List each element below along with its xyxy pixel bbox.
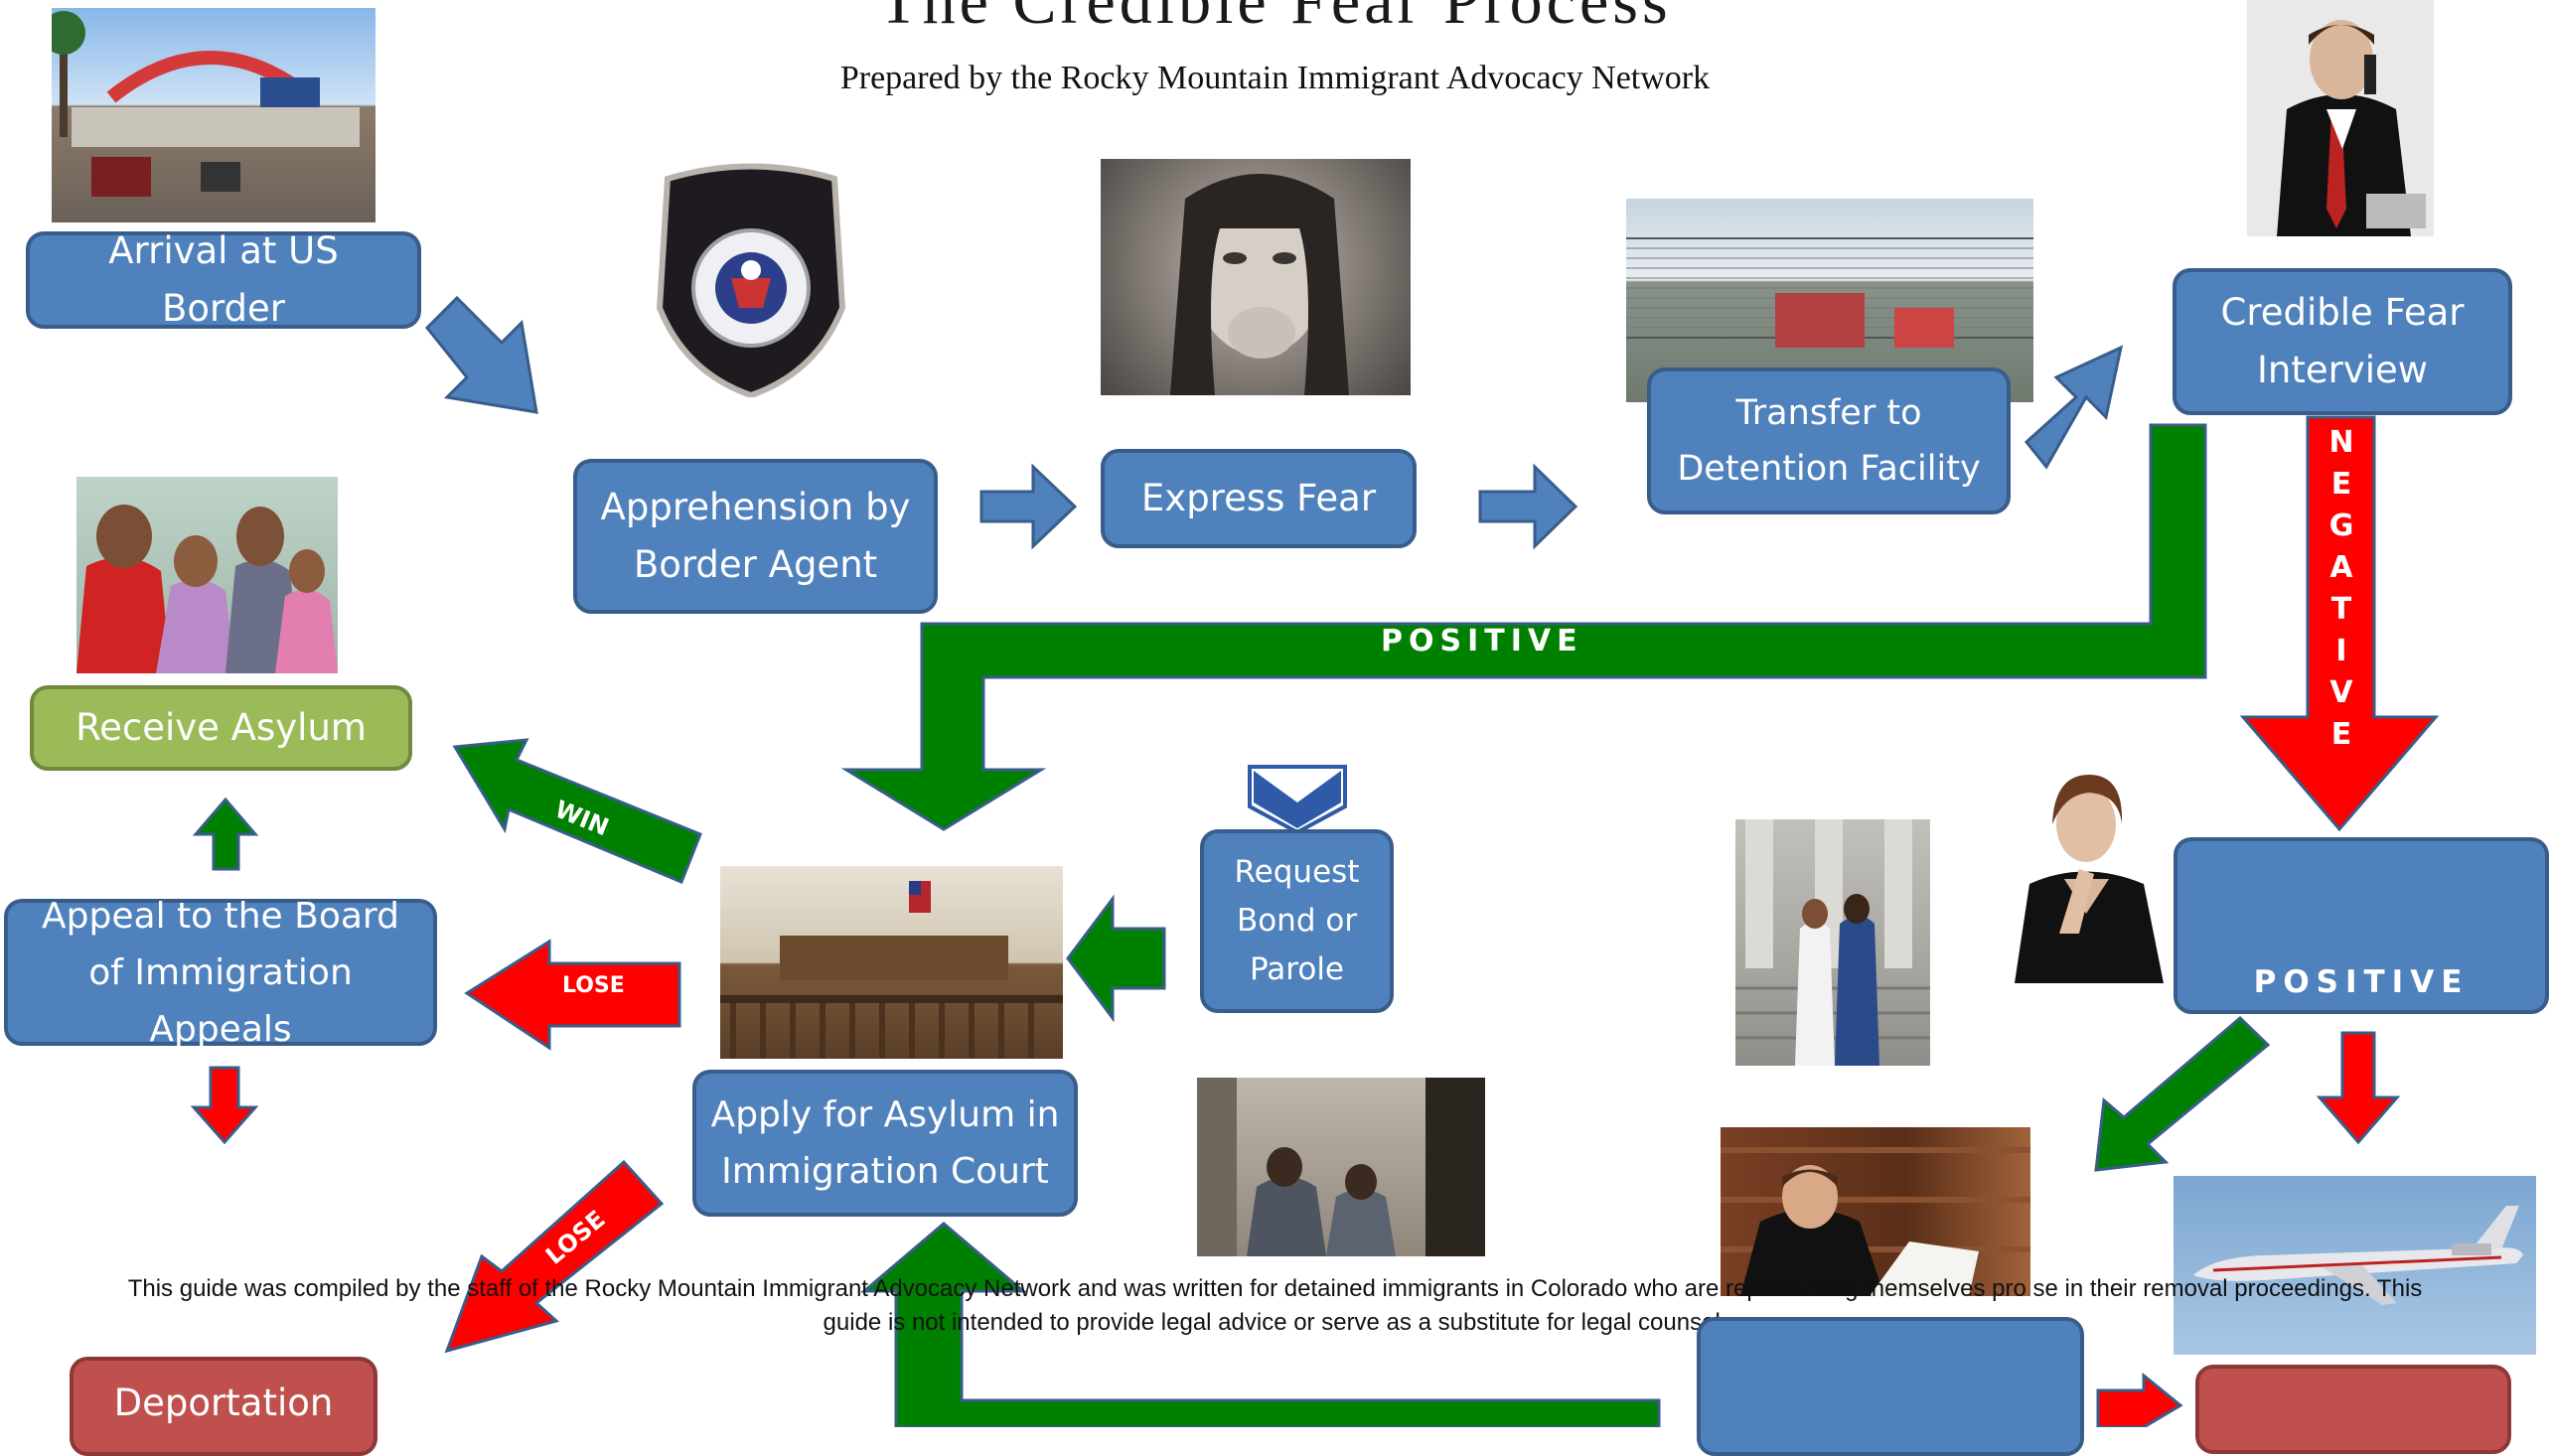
positive-outcome-label: POSITIVE xyxy=(2253,964,2470,1000)
arrow-arrival-to-apprehension xyxy=(424,295,538,414)
arrow-positive-top xyxy=(840,423,2207,831)
positive-outcome-box: POSITIVE xyxy=(2174,837,2549,1014)
arrow-appeal-to-asylum xyxy=(192,797,259,871)
label-negative-letter: E xyxy=(2330,717,2352,752)
label-negative-letter: V xyxy=(2329,675,2353,710)
step-receive-asylum-box: Receive Asylum xyxy=(30,685,412,771)
label-negative-letter: E xyxy=(2330,467,2352,502)
fearful-woman-photo xyxy=(1101,159,1411,395)
cbp-patch-logo xyxy=(648,159,854,397)
step-appeal-label: Appeal to the Board of Immigration Appea… xyxy=(42,895,399,1050)
airplane-photo xyxy=(2174,1176,2536,1355)
step-express-fear-label: Express Fear xyxy=(1140,477,1377,519)
arrow-express-to-transfer xyxy=(1478,463,1578,550)
bottom-red-box xyxy=(2195,1365,2511,1454)
arrow-negative xyxy=(2239,415,2440,832)
step-request-bond-label: Request Bond or Parole xyxy=(1234,854,1360,987)
step-arrival-box: Arrival at US Border xyxy=(26,229,421,330)
step-apprehension-box: Apprehension by Border Agent xyxy=(573,459,938,614)
courtroom-illustration xyxy=(720,881,1063,1059)
officer-on-phone-photo xyxy=(2247,0,2434,236)
detention-facility-illustration xyxy=(1626,237,2033,348)
officer-on-phone-illustration xyxy=(2277,20,2426,236)
thinking-woman-illustration xyxy=(2015,775,2164,983)
border-crossing-photo xyxy=(52,8,375,222)
label-positive-top: POSITIVE xyxy=(1381,624,1583,658)
family-illustration xyxy=(76,505,338,673)
arrow-win xyxy=(452,738,702,884)
thinking-woman-photo xyxy=(2005,765,2169,983)
label-negative: N E G A T I V E xyxy=(2322,425,2361,759)
step-interview-box: Credible Fear Interview xyxy=(2173,268,2512,415)
border-crossing-illustration xyxy=(52,11,360,197)
step-express-fear-box: Express Fear xyxy=(1101,449,1417,548)
label-negative-letter: A xyxy=(2329,550,2353,585)
arrow-bottom-right xyxy=(2096,1372,2183,1427)
label-negative-letter: I xyxy=(2335,634,2347,668)
step-arrival-label: Arrival at US Border xyxy=(108,229,339,330)
step-receive-asylum-label: Receive Asylum xyxy=(75,706,367,749)
footer-line-2: guide is not intended to provide legal a… xyxy=(823,1309,1727,1336)
label-lose-left: LOSE xyxy=(562,973,625,998)
arrow-bond-to-court xyxy=(1066,894,1166,1023)
courtroom-photo xyxy=(720,866,1063,1059)
detainees-illustration xyxy=(1197,1078,1485,1256)
airplane-illustration xyxy=(2193,1206,2523,1305)
step-appeal-box: Appeal to the Board of Immigration Appea… xyxy=(4,896,437,1050)
arrow-chevron-bond xyxy=(1248,765,1347,835)
arrow-lose-diag xyxy=(444,1159,665,1354)
label-negative-letter: G xyxy=(2328,509,2354,543)
cbp-patch-illustration xyxy=(656,163,846,397)
step-deportation-label: Deportation xyxy=(113,1382,334,1424)
arrow-positive-to-judge xyxy=(2094,1015,2271,1172)
page-subtitle: Prepared by the Rocky Mountain Immigrant… xyxy=(839,60,1711,96)
detainees-photo xyxy=(1197,1078,1485,1256)
page-title: The Credible Fear Process xyxy=(878,0,1672,38)
courthouse-steps-illustration xyxy=(1735,819,1930,1066)
step-transfer-label: Transfer to Detention Facility xyxy=(1677,393,1981,489)
arrow-apprehension-to-express xyxy=(979,463,1078,550)
arrow-lose-left xyxy=(464,939,681,1051)
step-request-bond-box: Request Bond or Parole xyxy=(1200,829,1394,1013)
arrow-positive-down xyxy=(2316,1031,2401,1145)
courthouse-steps-photo xyxy=(1735,819,1930,1066)
judge-illustration xyxy=(1721,1147,2030,1296)
step-deportation-box: Deportation xyxy=(70,1357,377,1456)
step-interview-label: Credible Fear Interview xyxy=(2220,291,2465,391)
label-negative-letter: N xyxy=(2328,425,2354,460)
label-negative-letter: T xyxy=(2330,592,2352,627)
arrow-transfer-to-interview xyxy=(2024,345,2124,470)
step-apply-box: Apply for Asylum in Immigration Court xyxy=(692,1070,1078,1217)
bottom-blue-box xyxy=(1697,1317,2084,1456)
fearful-woman-illustration xyxy=(1170,174,1349,395)
arrow-appeal-down xyxy=(190,1066,259,1145)
arrow-bottom-to-court xyxy=(859,1222,1661,1427)
footer-line-1: This guide was compiled by the staff of … xyxy=(127,1275,2423,1302)
judge-photo xyxy=(1721,1127,2030,1296)
step-apply-label: Apply for Asylum in Immigration Court xyxy=(710,1094,1060,1192)
family-photo xyxy=(76,477,338,673)
step-transfer-box: Transfer to Detention Facility xyxy=(1647,367,2011,514)
step-apprehension-label: Apprehension by Border Agent xyxy=(600,486,911,586)
